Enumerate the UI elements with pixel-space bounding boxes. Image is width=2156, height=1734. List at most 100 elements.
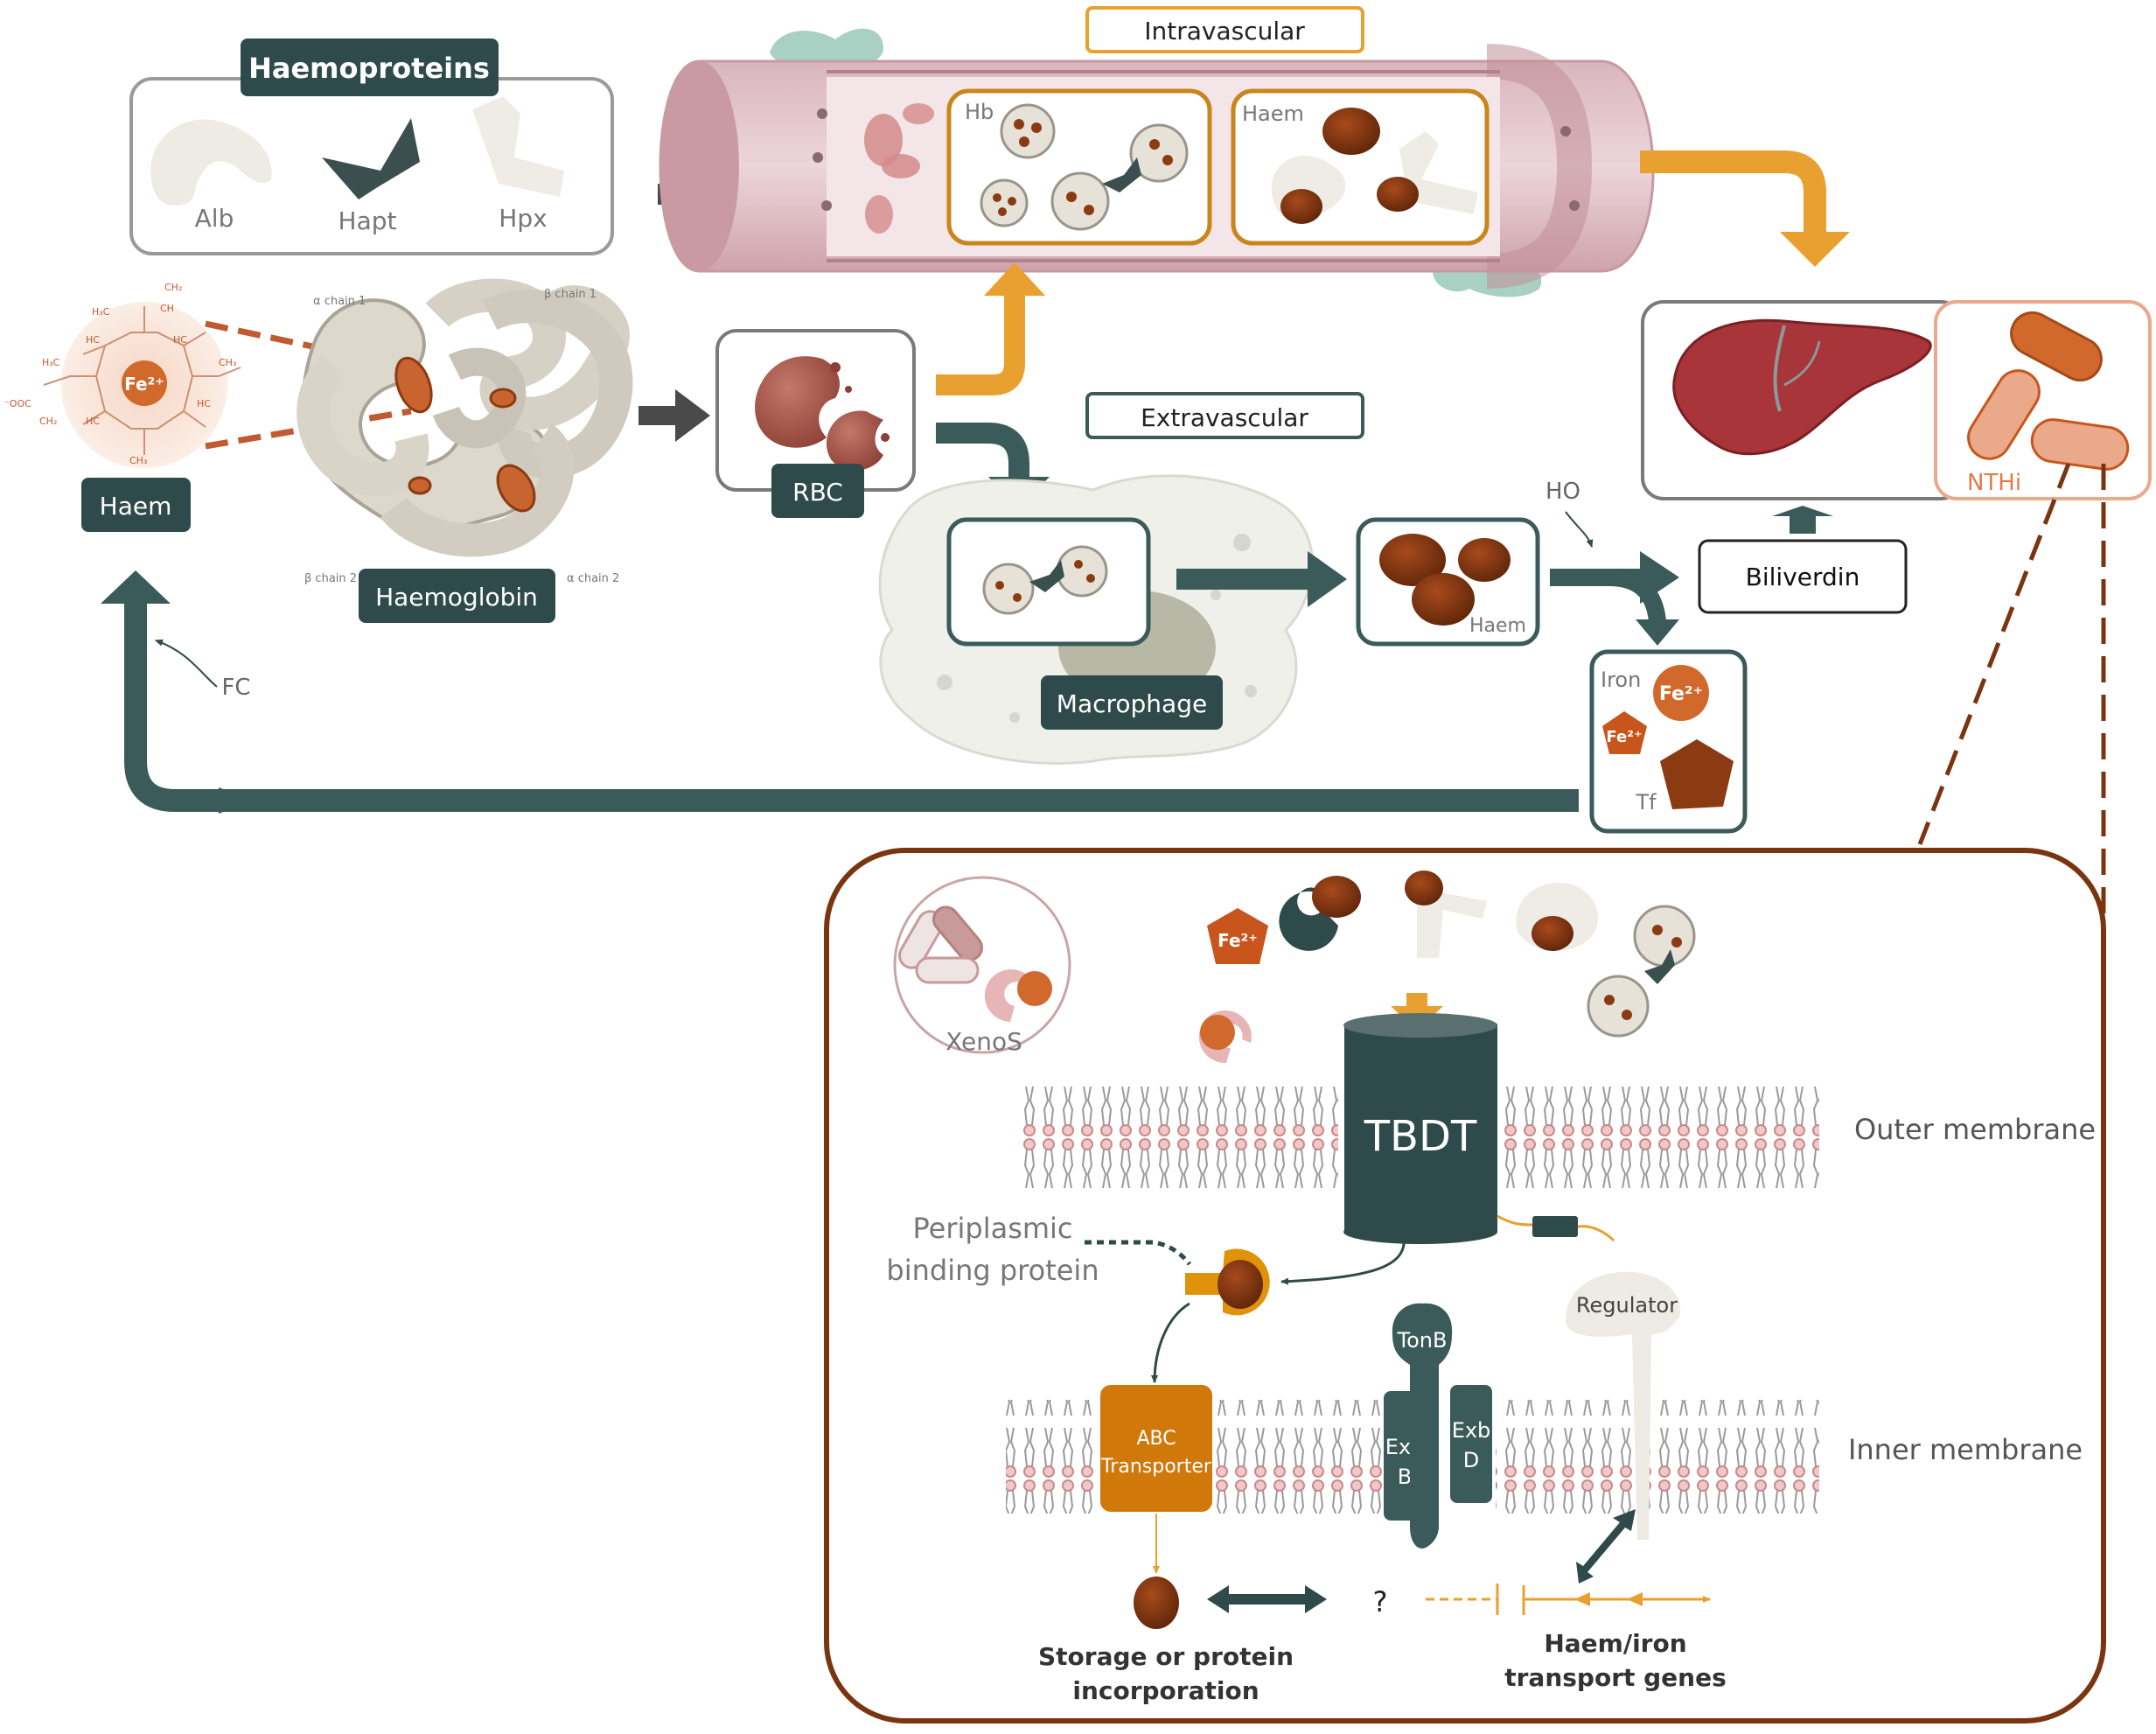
hb-complex-2 bbox=[980, 178, 1029, 227]
haem-molecule-1 bbox=[1322, 108, 1380, 155]
xenos-bacterium-2 bbox=[932, 905, 983, 961]
hb-hapt-complex-bacterium bbox=[1587, 905, 1696, 1038]
liver-panel: NTHi bbox=[1641, 300, 2152, 500]
outer-membrane-right bbox=[1497, 1079, 1819, 1192]
alpha-chain-1-label: α chain 1 bbox=[313, 295, 366, 308]
rbc-tag-label: RBC bbox=[792, 478, 843, 507]
bacterium-panel: XenoS Fe²⁺ Outer membrane bbox=[824, 848, 2106, 1724]
haemoglobin-haem-2 bbox=[489, 388, 517, 409]
periplasmic-label-2: binding protein bbox=[886, 1254, 1099, 1287]
periplasmic-pointer bbox=[1085, 1240, 1191, 1266]
svg-text:HC: HC bbox=[86, 334, 100, 346]
tbdt-label: TBDT bbox=[1364, 1112, 1477, 1161]
haemoproteins-title-tag bbox=[241, 38, 499, 96]
exbd-label-2: D bbox=[1463, 1448, 1479, 1472]
arrow-into-tbdt bbox=[1391, 993, 1443, 1031]
inner-membrane-right bbox=[1496, 1400, 1819, 1514]
storage-label-1: Storage or protein bbox=[1038, 1642, 1294, 1671]
extravascular-tag bbox=[1085, 392, 1364, 439]
svg-text:H₃C: H₃C bbox=[92, 306, 110, 318]
ev-haem-molecule-1 bbox=[1379, 534, 1446, 586]
svg-text:⁻OOC: ⁻OOC bbox=[4, 398, 31, 409]
regulator-label: Regulator bbox=[1576, 1293, 1678, 1318]
xenos-bacterium-3 bbox=[915, 956, 980, 984]
iron-fe-pentagon bbox=[1602, 711, 1647, 754]
nthi-bacterium-2 bbox=[1967, 369, 2041, 460]
iron-fe-label: Fe²⁺ bbox=[1659, 683, 1703, 705]
rbc-panel: RBC bbox=[715, 329, 916, 518]
haemoproteins-panel: Haemoproteins Alb Hapt Hpx bbox=[129, 38, 614, 255]
hb-complex-1 bbox=[1000, 103, 1056, 159]
tf-label: Tf bbox=[1635, 790, 1657, 815]
vessel-right-wall bbox=[1486, 44, 1593, 289]
haemoglobin-haem-1 bbox=[394, 356, 433, 414]
periplasmic-label-1: Periplasmic bbox=[912, 1212, 1072, 1245]
ho-label: HO bbox=[1545, 479, 1580, 505]
tonb-label: TonB bbox=[1397, 1328, 1448, 1353]
exbb-label-2: B bbox=[1398, 1465, 1412, 1489]
albumin-shape bbox=[150, 119, 272, 206]
tonb-protein bbox=[1392, 1303, 1453, 1549]
double-arrow-regulator-genes bbox=[1576, 1509, 1636, 1584]
hpx-haem-complex bbox=[1417, 888, 1487, 958]
double-arrow-storage-question bbox=[1207, 1585, 1327, 1613]
arrow-tbdt-to-pbp bbox=[1280, 1233, 1406, 1285]
arrow-biliverdin-to-liver bbox=[1772, 506, 1833, 534]
alb-label: Alb bbox=[195, 204, 234, 233]
arrow-vessel-to-liver bbox=[1640, 150, 1826, 236]
arrow-haem-to-iron bbox=[1608, 569, 1666, 623]
nthi-bacterium-3 bbox=[2030, 418, 2130, 471]
xenos-label: XenoS bbox=[945, 1027, 1022, 1056]
haem-fe-center bbox=[122, 360, 167, 406]
rbc-tag bbox=[771, 464, 864, 518]
iron-label: Iron bbox=[1601, 668, 1641, 692]
macrophage-tag-label: Macrophage bbox=[1057, 689, 1207, 718]
haemoglobin-tag bbox=[359, 569, 555, 623]
arrow-pbp-to-abc bbox=[1151, 1302, 1190, 1383]
arrow-haemoglobin-to-rbc bbox=[638, 389, 710, 442]
rbc-lumen-4 bbox=[903, 103, 934, 124]
svg-text:CH₂: CH₂ bbox=[164, 282, 182, 293]
arrow-rbc-to-vessel bbox=[936, 293, 1025, 395]
inner-membrane-label: Inner membrane bbox=[1848, 1433, 2083, 1466]
ho-curve-arrow bbox=[1565, 511, 1594, 548]
biliverdin-box bbox=[1698, 539, 1908, 614]
rbc-cell-1 bbox=[755, 356, 840, 448]
hb-panel: Hb bbox=[946, 88, 1212, 246]
macrophage-hb-haptoglobin-complex bbox=[982, 545, 1108, 615]
intravascular-haem-label: Haem bbox=[1242, 101, 1304, 126]
svg-text:HC: HC bbox=[197, 398, 211, 409]
haem-molecule-3 bbox=[1377, 177, 1419, 212]
beta-chain-1-label: β chain 1 bbox=[544, 288, 597, 301]
tbdt-sigma-domain bbox=[1532, 1216, 1578, 1237]
intravascular-tag bbox=[1085, 6, 1364, 53]
hb-haptoglobin-complex bbox=[1050, 123, 1189, 231]
rbc-cell-2 bbox=[826, 410, 883, 471]
haem-tag-label: Haem bbox=[100, 492, 172, 521]
transferrin-pentagon bbox=[1660, 739, 1734, 809]
storage-label-2: incorporation bbox=[1072, 1676, 1259, 1705]
svg-text:CH₂: CH₂ bbox=[39, 416, 57, 427]
macrophage-cell: Macrophage bbox=[878, 474, 1314, 766]
hapt-label: Hapt bbox=[338, 206, 397, 235]
svg-text:CH₃: CH₃ bbox=[129, 455, 147, 466]
genes-label-1: Haem/iron bbox=[1544, 1629, 1686, 1658]
haemoproteins-title: Haemoproteins bbox=[248, 52, 490, 85]
iron-fe-pentagon-label: Fe²⁺ bbox=[1606, 728, 1642, 746]
inner-membrane-left bbox=[1006, 1400, 1098, 1514]
hpx-label: Hpx bbox=[499, 204, 547, 233]
macrophage-tag bbox=[1041, 675, 1223, 730]
tbdt-barrel bbox=[1344, 1024, 1497, 1232]
ev-haem-label: Haem bbox=[1469, 615, 1526, 637]
iron-panel: Iron Fe²⁺ Fe²⁺ Tf bbox=[1589, 649, 1748, 834]
outer-membrane-label: Outer membrane bbox=[1854, 1113, 2096, 1146]
haemoglobin-haem-3 bbox=[496, 464, 536, 513]
haemoglobin-tag-label: Haemoglobin bbox=[375, 583, 538, 612]
arrow-rbc-to-macrophage bbox=[936, 423, 1029, 477]
nthi-label: NTHi bbox=[1967, 470, 2021, 496]
abc-transporter bbox=[1100, 1385, 1212, 1512]
vessel-left-opening bbox=[660, 61, 739, 271]
svg-text:CH: CH bbox=[160, 303, 174, 314]
free-fe-label: Fe²⁺ bbox=[1218, 930, 1258, 951]
ev-haem-molecule-3 bbox=[1412, 573, 1475, 626]
